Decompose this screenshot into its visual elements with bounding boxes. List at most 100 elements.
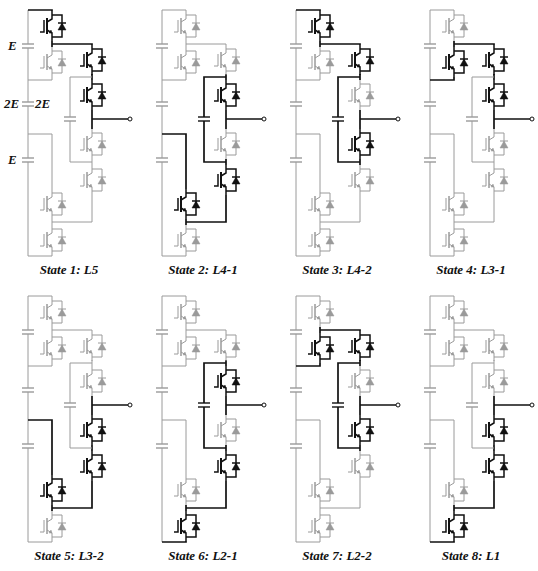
capacitor-symbol <box>22 105 34 106</box>
igbt-arrow <box>491 434 494 437</box>
circuit-wire <box>430 296 454 297</box>
diode-symbol <box>192 487 200 494</box>
circuit-wire <box>454 195 494 222</box>
circuit-wire <box>51 505 53 511</box>
output-terminal <box>262 117 266 121</box>
circuit-wire <box>162 10 163 44</box>
igbt-gate <box>348 375 352 387</box>
circuit-wire <box>186 481 226 508</box>
circuit-wire <box>296 134 320 189</box>
diode-symbol <box>460 345 468 352</box>
circuit-wire <box>28 334 29 388</box>
igbt-symbol <box>448 482 450 498</box>
diode-symbol <box>232 463 240 470</box>
capacitor-symbol <box>290 101 302 102</box>
circuit-wire <box>454 44 494 45</box>
igbt-symbol <box>448 54 450 70</box>
capacitor-symbol <box>424 105 436 106</box>
igbt-symbol <box>220 52 222 68</box>
igbt-symbol <box>180 304 182 320</box>
state-caption: State 4: L3-1 <box>406 262 536 278</box>
diode-symbol <box>232 57 240 58</box>
diode-symbol <box>460 309 468 316</box>
circuit-wire <box>430 420 454 475</box>
capacitor-symbol <box>332 402 344 403</box>
diode-symbol <box>500 463 508 470</box>
circuit-wire <box>92 118 128 120</box>
igbt-gate <box>482 54 486 66</box>
igbt-gate <box>80 54 84 66</box>
state-caption: State 2: L4-1 <box>138 262 268 278</box>
capacitor-symbol <box>466 406 478 407</box>
capacitor-symbol <box>290 443 302 444</box>
state-caption: State 6: L2-1 <box>138 548 268 564</box>
igbt-gate <box>482 89 486 101</box>
capacitor-symbol <box>156 329 168 330</box>
diode-symbol <box>366 177 374 184</box>
igbt-gate <box>40 234 44 246</box>
igbt-gate <box>308 20 312 32</box>
capacitor-symbol <box>156 333 168 334</box>
circuit-wire <box>186 330 226 331</box>
circuit-wire <box>320 330 360 331</box>
circuit-wire <box>472 77 494 117</box>
circuit-wire <box>296 106 297 158</box>
igbt-symbol <box>46 340 48 356</box>
capacitor-symbol <box>64 120 76 121</box>
igbt-gate <box>482 138 486 150</box>
diode-symbol <box>192 345 200 352</box>
capacitor-symbol <box>22 387 34 388</box>
capacitor-symbol <box>156 101 168 102</box>
capacitor-symbol <box>22 329 34 330</box>
igbt-arrow <box>357 350 360 353</box>
diode-symbol <box>500 141 508 148</box>
capacitor-symbol <box>198 120 210 121</box>
igbt-arrow <box>451 30 454 33</box>
diode-symbol <box>98 92 106 99</box>
igbt-gate <box>442 484 446 496</box>
circuit-wire <box>52 330 92 331</box>
circuit-wire <box>162 363 186 366</box>
igbt-gate <box>174 342 178 354</box>
igbt-arrow <box>491 184 494 187</box>
igbt-gate <box>80 138 84 150</box>
voltage-label: 2E <box>4 96 19 112</box>
igbt-arrow <box>223 99 226 102</box>
igbt-gate <box>442 234 446 246</box>
igbt-symbol <box>488 458 490 474</box>
output-terminal <box>128 117 132 121</box>
igbt-gate <box>40 20 44 32</box>
circuit-wire <box>320 481 360 508</box>
diode-symbol <box>232 462 240 464</box>
igbt-arrow <box>89 350 92 353</box>
diode-symbol <box>192 23 200 30</box>
igbt-symbol <box>448 196 450 212</box>
circuit-wire <box>338 363 360 403</box>
capacitor-symbol <box>290 161 302 162</box>
capacitor-symbol <box>466 116 478 117</box>
circuit-wire <box>494 118 530 120</box>
igbt-arrow <box>451 66 454 69</box>
capacitor-symbol <box>22 43 34 44</box>
diode-symbol <box>460 523 468 530</box>
igbt-symbol <box>180 232 182 248</box>
igbt-arrow <box>49 530 52 533</box>
igbt-arrow <box>451 244 454 247</box>
diode-symbol <box>326 345 334 352</box>
diode-symbol <box>98 56 106 58</box>
capacitor-symbol <box>198 402 210 403</box>
capacitor-symbol <box>156 47 168 48</box>
capacitor-symbol <box>156 161 168 162</box>
diode-symbol <box>232 343 240 350</box>
igbt-arrow <box>357 385 360 388</box>
diode-symbol <box>500 141 508 142</box>
diode-symbol <box>500 56 508 58</box>
diode-symbol <box>460 23 468 30</box>
circuit-wire <box>70 121 92 162</box>
igbt-gate <box>308 306 312 318</box>
igbt-gate <box>442 198 446 210</box>
diode-symbol <box>58 23 66 30</box>
circuit-wire <box>430 10 454 11</box>
diode-symbol <box>500 177 508 178</box>
capacitor-symbol <box>22 47 34 48</box>
